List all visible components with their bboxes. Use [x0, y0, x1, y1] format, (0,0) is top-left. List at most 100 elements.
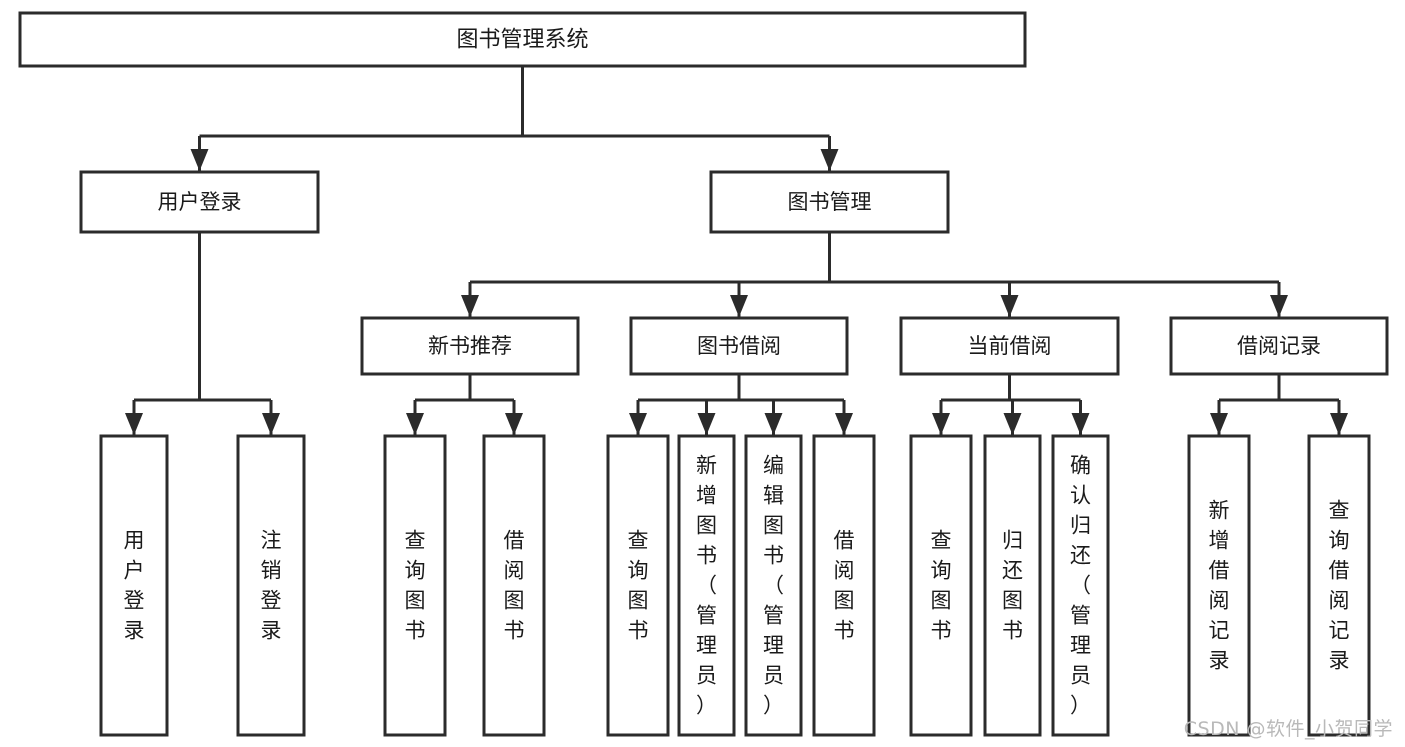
edge-arrowhead — [629, 413, 647, 435]
node-box-leaf-add-record — [1187, 434, 1251, 737]
edge-arrowhead — [1071, 413, 1090, 435]
node-label-leaf-edit-book-char-3: 书 — [763, 544, 784, 568]
node-label-leaf-add-record-char-3: 阅 — [1209, 589, 1230, 613]
node-label-leaf-add-book-char-2: 图 — [696, 514, 717, 538]
edge-arrowhead — [1330, 413, 1348, 435]
node-label-leaf-add-book-char-4: （ — [696, 574, 717, 598]
node-label-leaf-query-record-char-4: 记 — [1329, 619, 1350, 643]
node-root[interactable]: 图书管理系统 — [18, 11, 1027, 68]
node-label-leaf-add-record-char-0: 新 — [1209, 499, 1230, 523]
node-borrow-record[interactable]: 借阅记录 — [1169, 316, 1389, 376]
edge-arrowhead — [1000, 295, 1019, 317]
node-box-leaf-edit-book — [744, 434, 803, 737]
node-label-leaf-add-book-char-3: 书 — [696, 544, 717, 568]
node-book-borrow[interactable]: 图书借阅 — [629, 316, 849, 376]
node-current-borrow[interactable]: 当前借阅 — [899, 316, 1120, 376]
edge-arrowhead — [505, 413, 523, 435]
node-label-leaf-confirm-return-char-8: ） — [1070, 694, 1091, 718]
node-label-leaf-borrow-book-2-char-0: 借 — [834, 529, 855, 553]
node-box-borrow-record — [1169, 316, 1389, 376]
node-label-leaf-confirm-return-char-7: 员 — [1070, 664, 1091, 688]
node-label-leaf-confirm-return-char-4: （ — [1070, 574, 1091, 598]
node-label-leaf-confirm-return-char-6: 理 — [1070, 634, 1091, 658]
edge-arrowhead — [764, 413, 783, 435]
edge-arrowhead — [125, 413, 143, 435]
node-box-leaf-query-book-1 — [383, 434, 447, 737]
edge-arrowhead — [1270, 295, 1288, 317]
node-label-leaf-edit-book-char-4: （ — [763, 574, 784, 598]
node-label-leaf-query-book-2-char-0: 查 — [628, 529, 649, 553]
node-label-leaf-query-book-3-char-1: 询 — [931, 559, 952, 583]
edge-arrowhead — [932, 413, 950, 435]
node-box-leaf-user-login — [99, 434, 169, 737]
node-label-leaf-query-book-2-char-1: 询 — [628, 559, 649, 583]
node-label-new-book-rec: 新书推荐 — [428, 334, 512, 358]
node-label-leaf-borrow-book-1-char-1: 阅 — [504, 559, 525, 583]
node-label-leaf-borrow-book-1-char-0: 借 — [504, 529, 525, 553]
node-box-leaf-borrow-book-1 — [482, 434, 546, 737]
node-box-leaf-borrow-book-2 — [812, 434, 876, 737]
node-box-book-manage — [709, 170, 950, 234]
node-label-leaf-query-record-char-5: 录 — [1329, 649, 1350, 673]
node-label-leaf-add-record-char-1: 增 — [1209, 529, 1230, 553]
node-label-leaf-add-record-char-2: 借 — [1209, 559, 1230, 583]
node-label-leaf-add-book-char-7: 员 — [696, 664, 717, 688]
node-label-leaf-return-book-char-1: 还 — [1002, 559, 1023, 583]
node-label-book-borrow: 图书借阅 — [697, 334, 781, 358]
node-leaf-user-login[interactable]: 用户登录 — [99, 434, 169, 737]
node-box-book-borrow — [629, 316, 849, 376]
node-box-leaf-confirm-return — [1051, 434, 1110, 737]
node-box-leaf-user-logout — [236, 434, 306, 737]
node-label-leaf-query-record-char-0: 查 — [1329, 499, 1350, 523]
node-label-leaf-borrow-book-2-char-1: 阅 — [834, 559, 855, 583]
edge-arrowhead — [835, 413, 853, 435]
nodes-layer: 图书管理系统用户登录图书管理新书推荐图书借阅当前借阅借阅记录用户登录注销登录查询… — [18, 11, 1389, 737]
node-box-current-borrow — [899, 316, 1120, 376]
node-label-leaf-borrow-book-2-char-3: 书 — [834, 619, 855, 643]
node-label-leaf-user-login-char-2: 登 — [124, 589, 145, 613]
edge-arrowhead — [697, 413, 716, 435]
node-label-leaf-edit-book-char-2: 图 — [763, 514, 784, 538]
node-label-leaf-query-record-char-2: 借 — [1329, 559, 1350, 583]
node-label-leaf-edit-book-char-0: 编 — [763, 454, 784, 478]
edge-arrowhead — [1210, 413, 1228, 435]
node-label-leaf-add-book-char-1: 增 — [696, 484, 717, 508]
node-label-leaf-return-book-char-3: 书 — [1002, 619, 1023, 643]
node-label-leaf-return-book-char-0: 归 — [1002, 529, 1023, 553]
node-box-leaf-query-record — [1307, 434, 1371, 737]
node-label-leaf-query-book-1-char-1: 询 — [405, 559, 426, 583]
edge-arrowhead — [262, 413, 280, 435]
node-label-leaf-borrow-book-2-char-2: 图 — [834, 589, 855, 613]
node-label-leaf-edit-book-char-1: 辑 — [763, 484, 784, 508]
edge-arrowhead — [820, 149, 839, 171]
edge-arrowhead — [190, 149, 209, 171]
node-new-book-rec[interactable]: 新书推荐 — [360, 316, 580, 376]
node-label-leaf-confirm-return-char-1: 认 — [1070, 484, 1091, 508]
node-label-leaf-query-record-char-3: 阅 — [1329, 589, 1350, 613]
node-label-leaf-query-book-1-char-0: 查 — [405, 529, 426, 553]
node-label-user-login: 用户登录 — [158, 190, 242, 214]
node-book-manage[interactable]: 图书管理 — [709, 170, 950, 234]
node-label-leaf-add-book-char-6: 理 — [696, 634, 717, 658]
node-label-leaf-add-book-char-0: 新 — [696, 454, 717, 478]
node-label-leaf-query-book-3-char-3: 书 — [931, 619, 952, 643]
node-user-login[interactable]: 用户登录 — [79, 170, 320, 234]
node-box-leaf-query-book-2 — [606, 434, 670, 737]
node-label-current-borrow: 当前借阅 — [968, 334, 1052, 358]
edge-arrowhead — [1003, 413, 1022, 435]
node-label-leaf-query-book-3-char-0: 查 — [931, 529, 952, 553]
node-label-leaf-confirm-return-char-2: 归 — [1070, 514, 1091, 538]
